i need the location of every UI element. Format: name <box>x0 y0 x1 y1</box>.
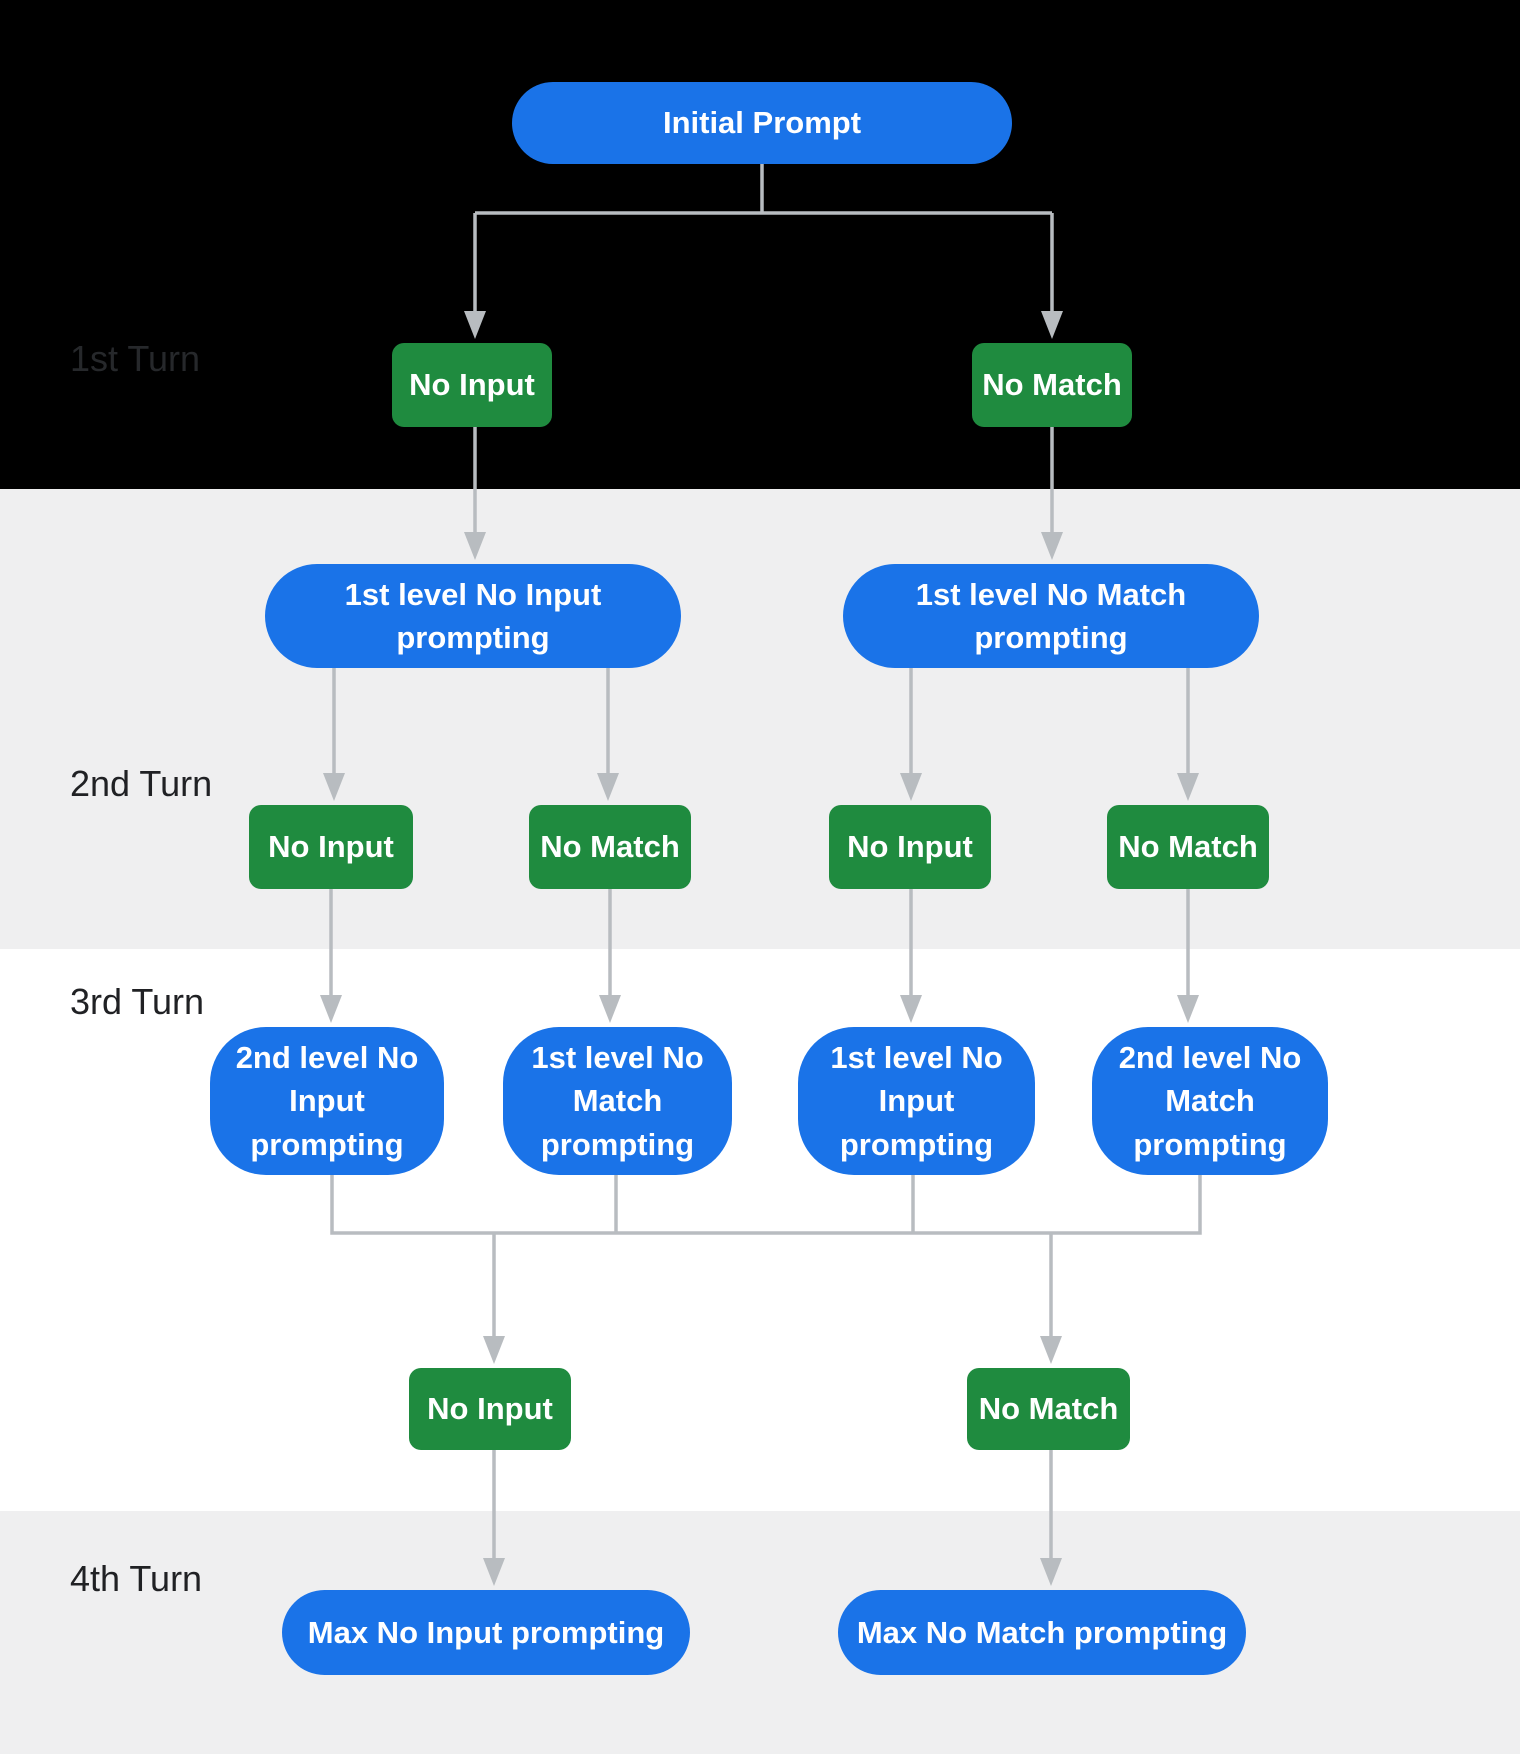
arrowhead-down-icon <box>597 773 619 801</box>
initial-prompt: Initial Prompt <box>512 82 1012 164</box>
turn1-no-input: No Input <box>392 343 552 427</box>
arrowhead-down-icon <box>900 773 922 801</box>
level2-no-match-prompting: 2nd level No Match prompting <box>1092 1027 1328 1175</box>
arrowhead-down-icon <box>1177 773 1199 801</box>
arrowhead-down-icon <box>1040 1558 1062 1586</box>
level1-no-input-prompting-2: 1st level No Input prompting <box>798 1027 1035 1175</box>
turn3-no-input: No Input <box>409 1368 571 1450</box>
turn-label-3: 3rd Turn <box>70 981 205 1022</box>
turn-4-band <box>0 1511 1520 1754</box>
arrowhead-down-icon <box>1040 1336 1062 1364</box>
arrowhead-down-icon <box>1041 311 1063 339</box>
turn-1-band <box>0 0 1520 489</box>
turn-label-1: 1st Turn <box>70 338 201 379</box>
arrowhead-down-icon <box>320 995 342 1023</box>
level1-no-input-prompting: 1st level No Input prompting <box>265 564 681 668</box>
arrowhead-down-icon <box>483 1558 505 1586</box>
connector-line <box>330 1175 1202 1235</box>
level1-no-match-prompting-2: 1st level No Match prompting <box>503 1027 732 1175</box>
level1-no-match-prompting: 1st level No Match prompting <box>843 564 1259 668</box>
arrowhead-down-icon <box>1041 532 1063 560</box>
turn2-no-match-right: No Match <box>1107 805 1269 889</box>
arrowhead-down-icon <box>323 773 345 801</box>
arrowhead-down-icon <box>599 995 621 1023</box>
arrowhead-down-icon <box>1177 995 1199 1023</box>
arrowhead-down-icon <box>464 532 486 560</box>
turn2-no-match-left: No Match <box>529 805 691 889</box>
turn1-no-match: No Match <box>972 343 1132 427</box>
level2-no-input-prompting: 2nd level No Input prompting <box>210 1027 444 1175</box>
max-no-input-prompting: Max No Input prompting <box>282 1590 690 1675</box>
arrowhead-down-icon <box>464 311 486 339</box>
max-no-match-prompting: Max No Match prompting <box>838 1590 1246 1675</box>
turn2-no-input-left: No Input <box>249 805 413 889</box>
turn2-no-input-right: No Input <box>829 805 991 889</box>
turn-label-2: 2nd Turn <box>70 763 213 804</box>
turn3-no-match: No Match <box>967 1368 1130 1450</box>
turn-label-4: 4th Turn <box>70 1558 203 1599</box>
arrowhead-down-icon <box>483 1336 505 1364</box>
arrowhead-down-icon <box>900 995 922 1023</box>
